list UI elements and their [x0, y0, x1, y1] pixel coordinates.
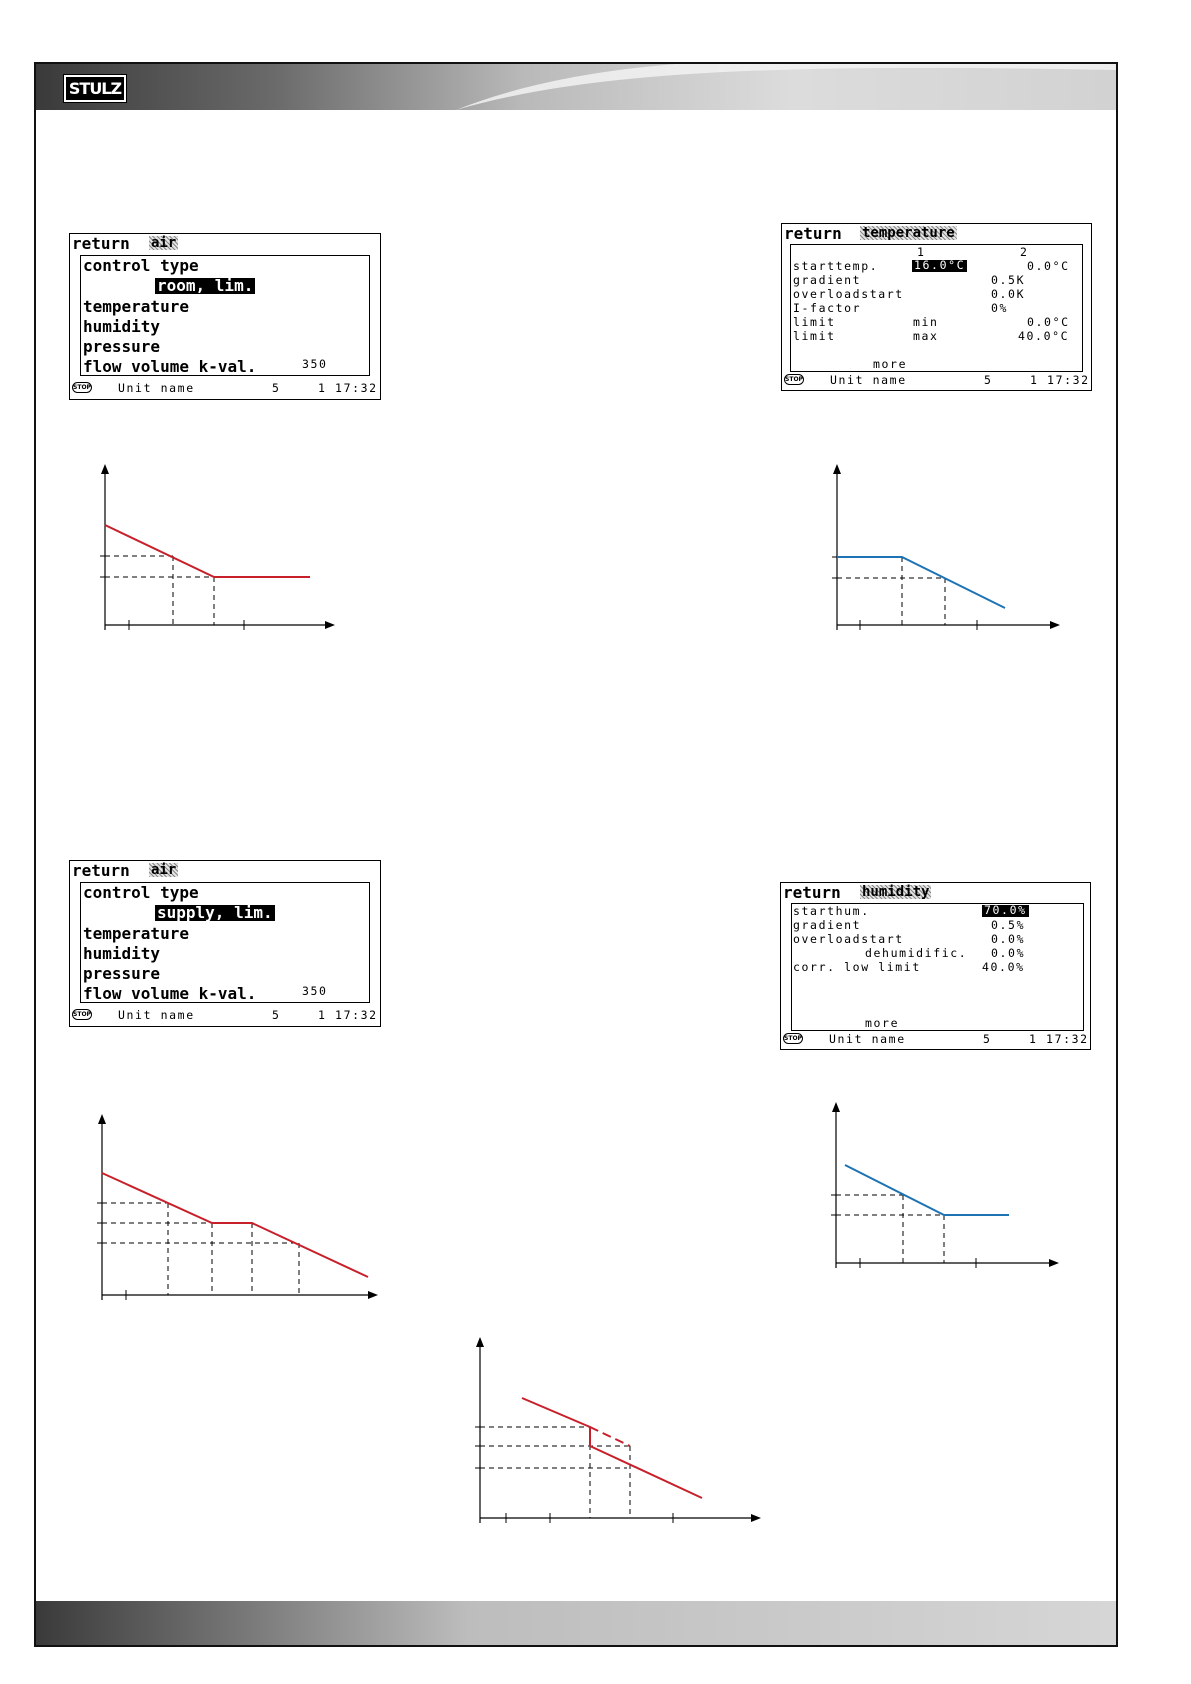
graph-humidity — [831, 1102, 1059, 1268]
tab-air[interactable]: air — [149, 235, 179, 251]
tab-temperature[interactable]: temperature — [860, 225, 957, 241]
menu-panel: control type room, lim. temperature humi… — [80, 255, 370, 376]
param-value-selected[interactable]: 70.0% — [982, 903, 1029, 917]
stop-icon[interactable]: STOP — [72, 382, 92, 393]
flow-volume-value: 350 — [302, 984, 328, 998]
param-value-selected[interactable]: 16.0°C — [912, 258, 968, 272]
param-label: starthum. — [793, 904, 870, 918]
column-header-2: 2 — [1020, 245, 1029, 259]
lcd-screen-supply-lim: return air control type supply, lim. tem… — [69, 860, 381, 1027]
column-header-1: 1 — [917, 245, 926, 259]
param-value[interactable]: 0.0K — [991, 287, 1026, 301]
status-time: 1 17:32 — [1030, 373, 1090, 387]
menu-panel: control type supply, lim. temperature hu… — [80, 882, 370, 1003]
more-button[interactable]: more — [873, 357, 908, 371]
param-value[interactable]: 0.0°C — [1027, 315, 1070, 329]
menu-item-temperature[interactable]: temperature — [83, 297, 189, 316]
lcd-screen-temperature: return temperature 1 2 starttemp. 16.0°C… — [781, 223, 1092, 391]
status-number: 5 — [272, 1008, 281, 1022]
stop-icon[interactable]: STOP — [72, 1009, 92, 1020]
tab-air[interactable]: air — [149, 862, 179, 878]
status-unit-name: Unit name — [830, 373, 907, 387]
parameter-panel: starthum. 70.0% gradient 0.5% overloadst… — [791, 903, 1084, 1031]
param-label: gradient — [793, 273, 862, 287]
status-number: 5 — [984, 373, 993, 387]
menu-item-pressure[interactable]: pressure — [83, 964, 161, 983]
param-label: overloadstart — [793, 932, 904, 946]
param-label: gradient — [793, 918, 862, 932]
control-curve-dashed — [589, 1426, 631, 1447]
status-time: 1 17:32 — [318, 381, 378, 395]
return-button[interactable]: return — [784, 224, 842, 243]
param-label: limit — [793, 329, 836, 343]
return-button[interactable]: return — [72, 861, 130, 880]
control-curve — [837, 556, 1006, 609]
param-value[interactable]: 40.0% — [982, 960, 1025, 974]
header-band — [36, 64, 1116, 110]
menu-item-humidity[interactable]: humidity — [83, 944, 161, 963]
param-value[interactable]: 0% — [991, 301, 1009, 315]
control-curve — [844, 1164, 1009, 1216]
tab-humidity[interactable]: humidity — [860, 884, 932, 900]
param-label: dehumidific. — [865, 946, 968, 960]
graph-room-lim — [100, 464, 335, 630]
page-frame — [34, 62, 1118, 1647]
lcd-screen-room-lim: return air control type room, lim. tempe… — [69, 233, 381, 400]
param-mid: max — [913, 329, 939, 343]
status-number: 5 — [983, 1032, 992, 1046]
control-curve — [521, 1397, 703, 1499]
param-label: I-factor — [793, 301, 862, 315]
param-value-2[interactable]: 0.0°C — [1027, 259, 1070, 273]
menu-item-control-type[interactable]: control type — [83, 883, 199, 902]
param-label: starttemp. — [793, 259, 879, 273]
param-label: corr. low limit — [793, 960, 921, 974]
status-time: 1 17:32 — [318, 1008, 378, 1022]
status-time: 1 17:32 — [1029, 1032, 1089, 1046]
menu-item-flow-volume[interactable]: flow volume k-val. — [83, 984, 257, 1003]
return-button[interactable]: return — [72, 234, 130, 253]
control-curve — [101, 1172, 369, 1278]
stulz-logo: STULZ — [63, 74, 127, 103]
status-number: 5 — [272, 381, 281, 395]
param-label: overloadstart — [793, 287, 904, 301]
return-button[interactable]: return — [783, 883, 841, 902]
status-unit-name: Unit name — [118, 381, 195, 395]
more-button[interactable]: more — [865, 1016, 900, 1030]
footer-band — [36, 1601, 1116, 1645]
control-curve — [104, 524, 310, 578]
selected-control-type-value[interactable]: supply, lim. — [155, 903, 275, 922]
flow-volume-value: 350 — [302, 357, 328, 371]
stop-icon[interactable]: STOP — [783, 1033, 803, 1044]
graph-supply-lim — [97, 1114, 378, 1300]
parameter-panel: 1 2 starttemp. 16.0°C 0.0°C gradient 0.5… — [790, 244, 1083, 372]
header-swoosh — [456, 64, 1116, 110]
param-value[interactable]: 40.0°C — [1018, 329, 1070, 343]
menu-item-pressure[interactable]: pressure — [83, 337, 161, 356]
graph-step — [475, 1337, 761, 1523]
param-value[interactable]: 0.5K — [991, 273, 1026, 287]
stop-icon[interactable]: STOP — [784, 374, 804, 385]
logo-text: STULZ — [68, 79, 122, 98]
graph-temperature — [832, 464, 1060, 630]
param-mid: min — [913, 315, 939, 329]
param-value[interactable]: 0.0% — [991, 946, 1026, 960]
status-unit-name: Unit name — [829, 1032, 906, 1046]
menu-item-control-type[interactable]: control type — [83, 256, 199, 275]
menu-item-humidity[interactable]: humidity — [83, 317, 161, 336]
param-label: limit — [793, 315, 836, 329]
param-value[interactable]: 0.0% — [991, 932, 1026, 946]
selected-control-type-value[interactable]: room, lim. — [155, 276, 256, 295]
menu-item-flow-volume[interactable]: flow volume k-val. — [83, 357, 257, 376]
lcd-screen-humidity: return humidity starthum. 70.0% gradient… — [780, 882, 1091, 1050]
menu-item-temperature[interactable]: temperature — [83, 924, 189, 943]
status-unit-name: Unit name — [118, 1008, 195, 1022]
param-value[interactable]: 0.5% — [991, 918, 1026, 932]
